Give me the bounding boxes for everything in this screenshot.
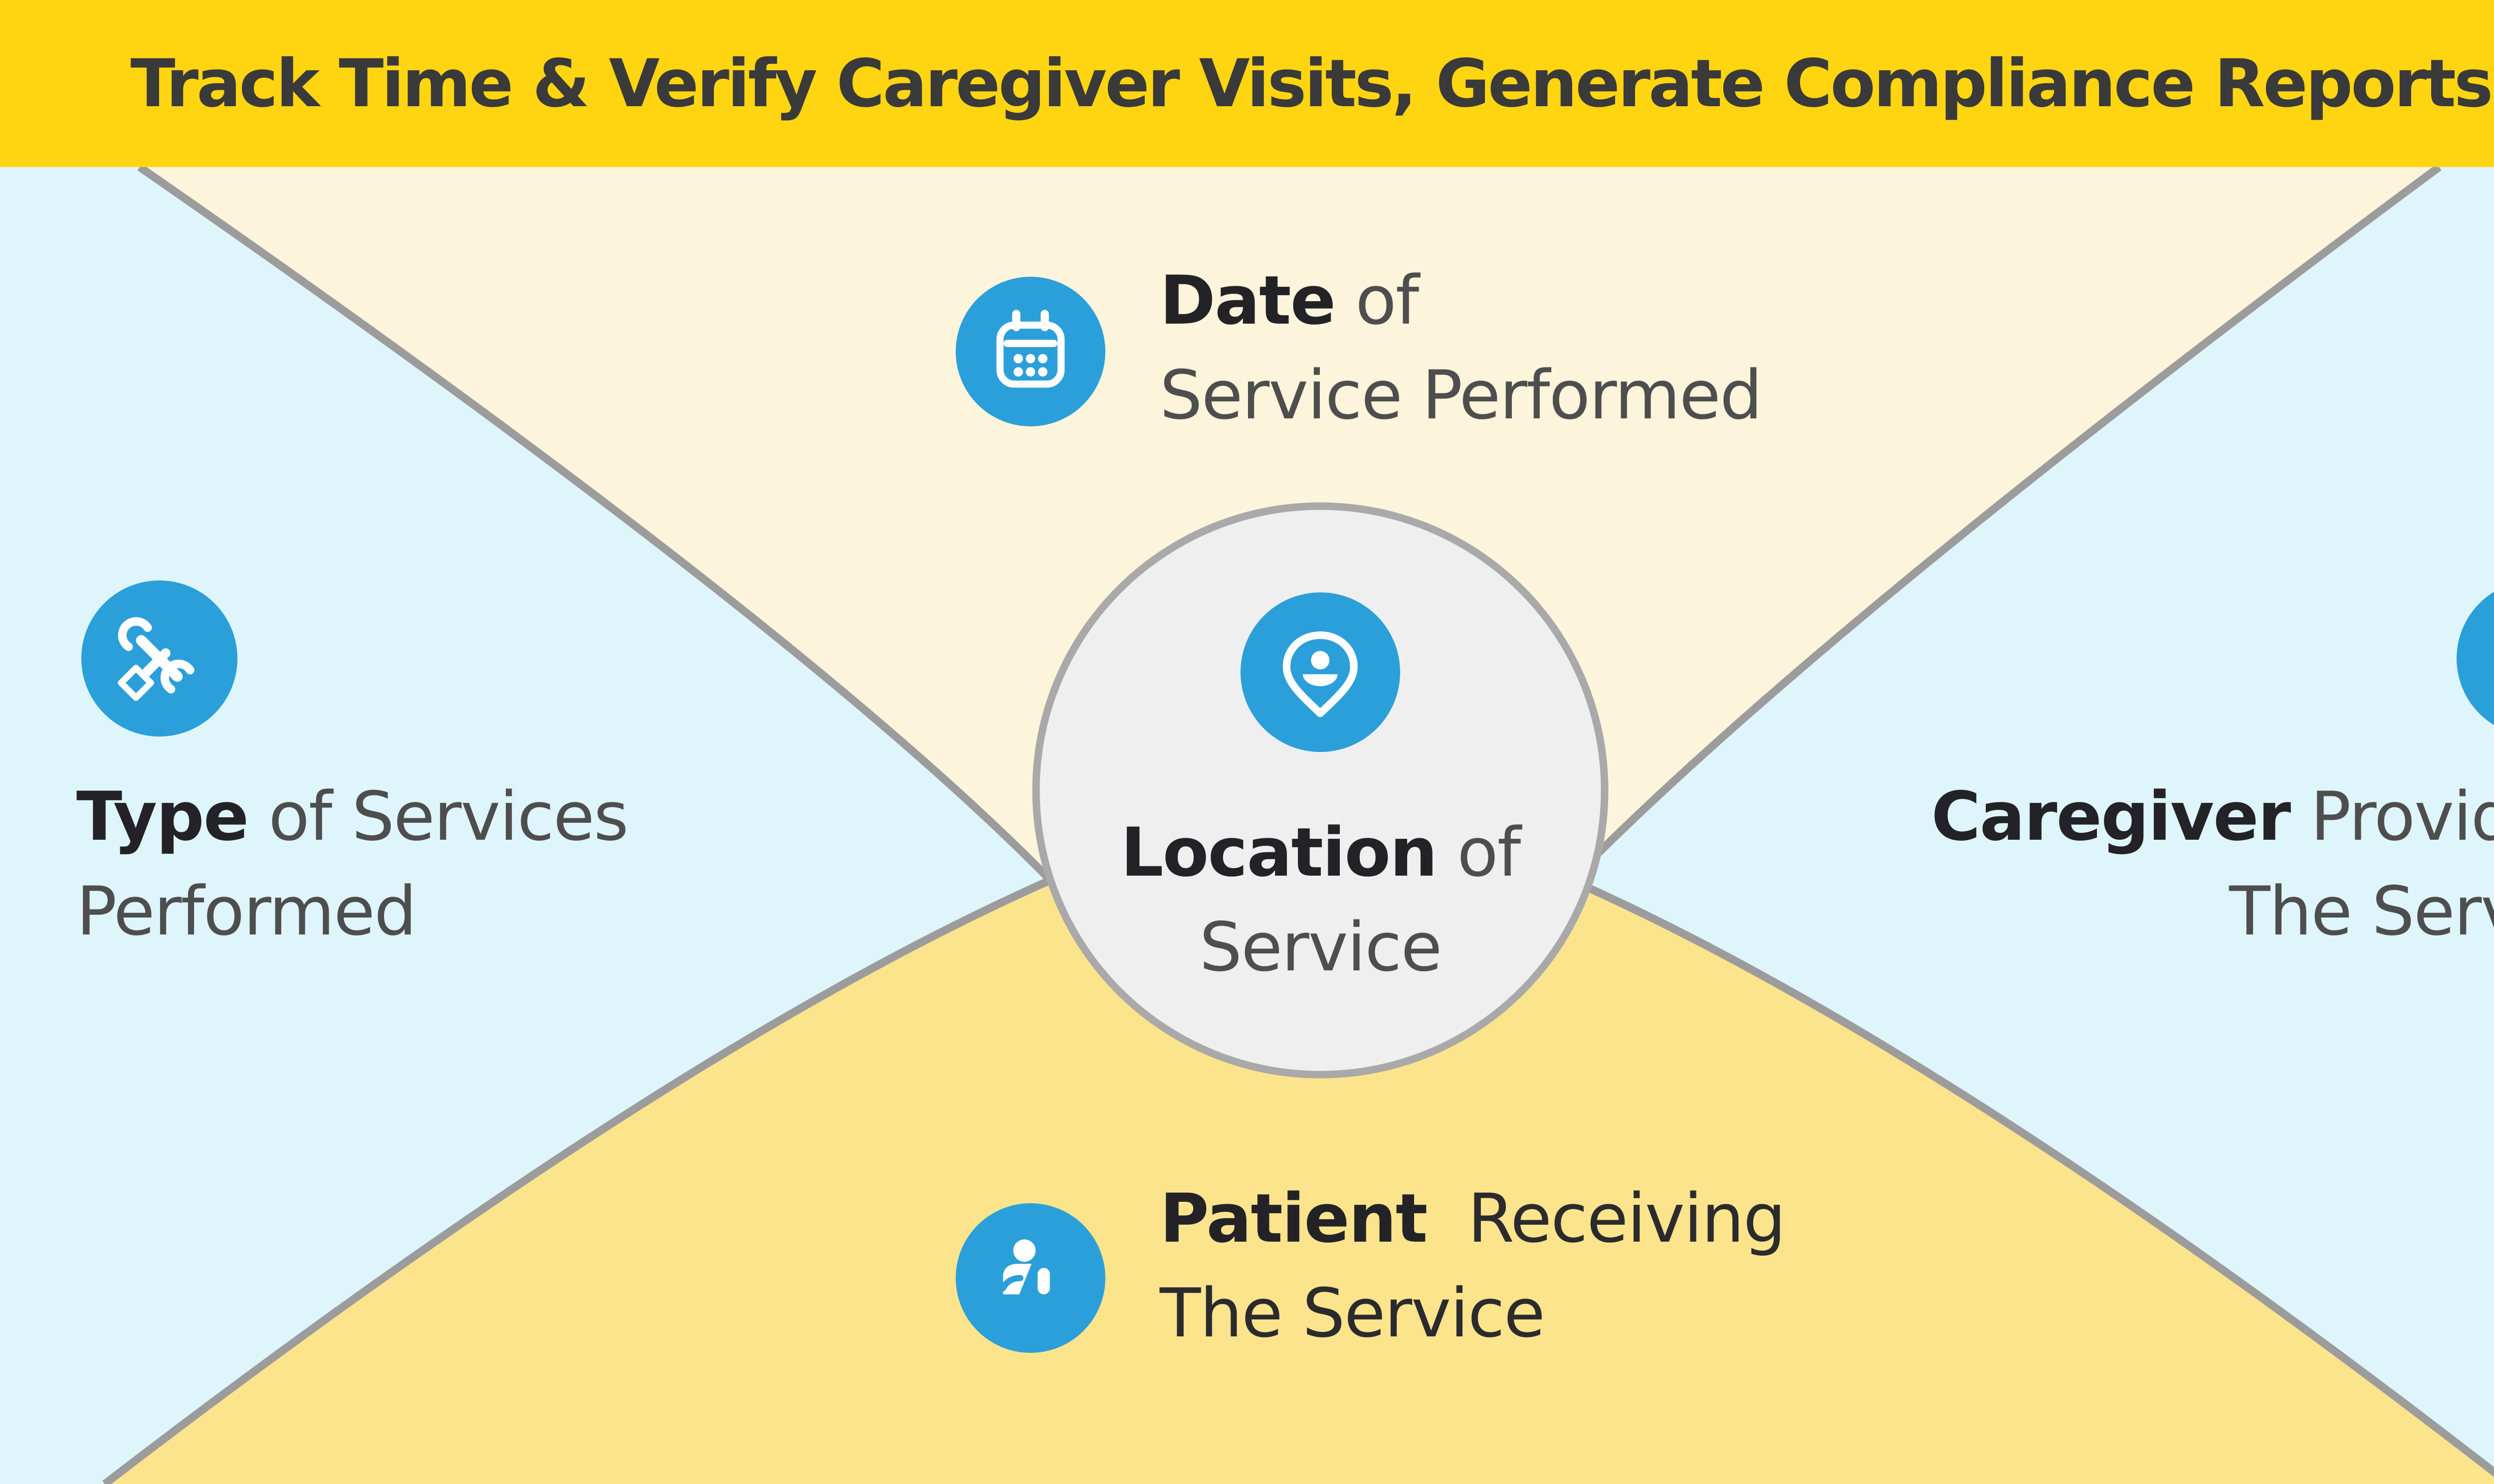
- section-caregiver: Caregiver Providing The Service: [1367, 769, 2494, 959]
- page-title: Track Time & Verify Caregiver Visits, Ge…: [130, 45, 2494, 122]
- section-date-keyword: Date: [1160, 261, 1336, 340]
- type-icon-circle: [81, 580, 237, 737]
- bottom-wedge: [105, 880, 2494, 1484]
- calendar-icon: [996, 310, 1065, 388]
- section-type-keyword: Type: [76, 777, 249, 856]
- section-type-line2: Performed: [76, 872, 417, 950]
- background-wedges: [102, 167, 2494, 1484]
- section-location: Location of Service: [871, 805, 1769, 995]
- location-icon-circle: [1241, 592, 1400, 752]
- section-caregiver-line1: Caregiver Providing: [1931, 777, 2494, 856]
- section-type: Type of Services Performed: [76, 769, 628, 959]
- patient-icon: [1000, 1239, 1050, 1295]
- nurse-icon: [2482, 605, 2494, 712]
- section-date-line2: Service Performed: [1160, 356, 1763, 434]
- patient-icon-circle: [956, 1203, 1105, 1353]
- section-patient-line2: The Service: [1160, 1274, 1545, 1352]
- section-patient-line1: Patient Receiving: [1160, 1179, 1786, 1258]
- section-caregiver-line2: The Service: [2229, 872, 2494, 950]
- divider-top-left: [137, 167, 1053, 883]
- section-location-keyword: Location: [1120, 813, 1438, 892]
- section-type-line1: Type of Services: [76, 777, 628, 856]
- section-date-line1: Date of: [1160, 261, 1419, 340]
- tools-icon: [118, 617, 195, 701]
- divider-top-right: [1568, 167, 2442, 883]
- divider-bottom-left: [102, 876, 1052, 1484]
- section-patient-keyword: Patient: [1160, 1179, 1428, 1258]
- title-banner: Track Time & Verify Caregiver Visits, Ge…: [0, 0, 2494, 167]
- section-patient: Patient Receiving The Service: [1160, 1171, 1786, 1361]
- section-location-line1: Location of: [1120, 813, 1521, 892]
- section-date: Date of Service Performed: [1160, 253, 1763, 443]
- center-circle: [1032, 502, 1609, 1079]
- section-caregiver-keyword: Caregiver: [1931, 777, 2291, 856]
- date-icon-circle: [956, 277, 1105, 426]
- location-pin-icon: [1282, 631, 1358, 718]
- section-location-line2: Service: [1199, 908, 1443, 986]
- divider-bottom-right: [1569, 876, 2494, 1478]
